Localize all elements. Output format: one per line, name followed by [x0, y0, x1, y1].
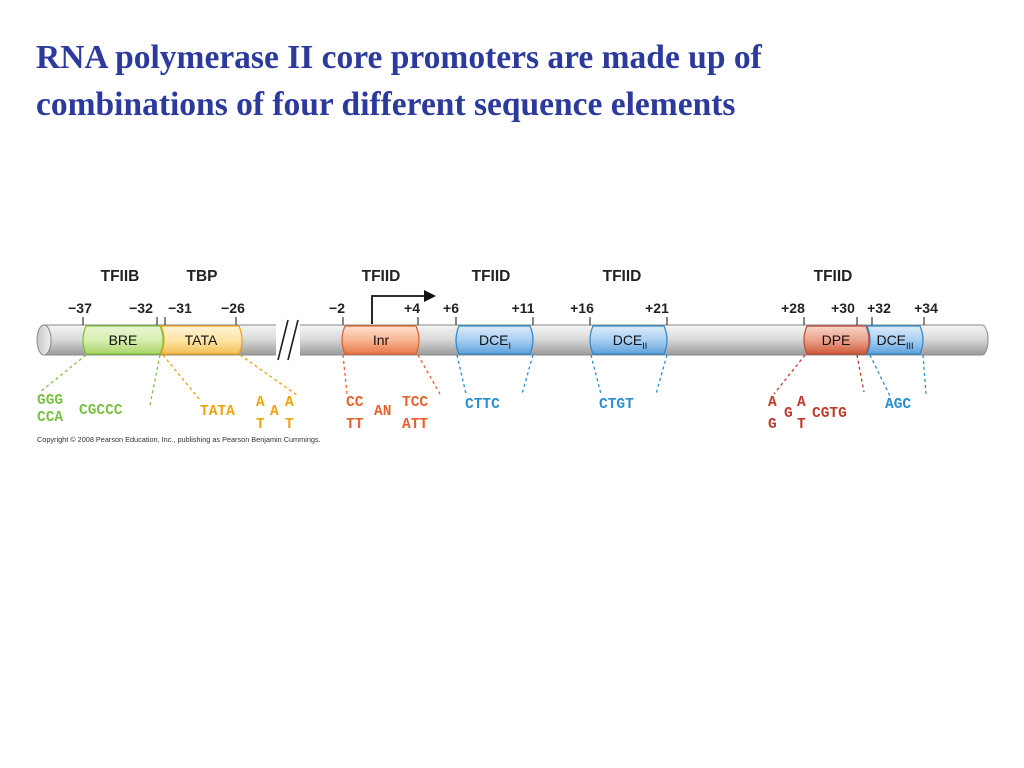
element-bre-label: BRE [109, 332, 138, 348]
tata-seq-a2: A [270, 404, 279, 420]
position-label-plus-4: +4 [404, 300, 420, 316]
bre-seq-bottom: CCA [37, 410, 63, 426]
tata-seq-t2: T [285, 417, 294, 433]
copyright-notice: Copyright © 2008 Pearson Education, Inc.… [37, 435, 321, 444]
position-label-plus-28: +28 [781, 300, 805, 316]
position-label-minus-37: −37 [68, 300, 92, 316]
dpe-seq-a2: A [797, 395, 806, 411]
inr-seq-bottom: TT [346, 417, 364, 433]
factor-label-tfiid-dce1: TFIID [472, 268, 511, 285]
inr-seq-top2: TCC [402, 395, 428, 411]
position-label-minus-31: −31 [168, 300, 192, 316]
slide-title-line-2: combinations of four different sequence … [36, 86, 736, 123]
element-dce-1-main: DCE [479, 332, 509, 348]
position-label-minus-26: −26 [221, 300, 245, 316]
bre-seq-top: GGG [37, 393, 63, 409]
position-label-plus-32: +32 [867, 300, 891, 316]
dpe-seq-a: A [768, 395, 777, 411]
position-label-plus-11: +11 [512, 300, 535, 316]
inr-seq-mid: AN [374, 404, 391, 420]
tata-seq-main: TATA [200, 404, 235, 420]
element-dce-2-label: DCEII [613, 332, 648, 351]
factor-label-tfiid-dpe: TFIID [814, 268, 853, 285]
tata-seq-t1: T [256, 417, 265, 433]
transcription-start-arrow [371, 290, 436, 324]
position-label-plus-21: +21 [645, 300, 669, 316]
slide-title: RNA polymerase II core promoters are mad… [36, 34, 976, 128]
position-ticks [82, 317, 925, 325]
element-dce-3-main: DCE [876, 332, 906, 348]
dpe-seq-t: T [797, 417, 806, 433]
element-dce-1-sub: I [509, 341, 512, 351]
inr-seq-top: CC [346, 395, 364, 411]
element-dce-1: DCEI [455, 325, 534, 355]
factor-label-tfiib: TFIIB [101, 268, 140, 285]
dpe-seq-g2: G [784, 406, 793, 422]
bre-seq-tail: CGCCC [79, 403, 123, 419]
slide-title-line-1: RNA polymerase II core promoters are mad… [36, 39, 762, 76]
sequence-break-mark [276, 319, 300, 361]
dce1-seq: CTTC [465, 397, 500, 413]
dce3-seq: AGC [885, 397, 911, 413]
position-label-plus-16: +16 [570, 300, 594, 316]
sequence-connectors [39, 354, 927, 406]
factor-label-tfiid-dce2: TFIID [603, 268, 642, 285]
tata-seq-a1: A [256, 395, 265, 411]
element-dpe: DPE [803, 325, 870, 355]
position-label-plus-6: +6 [443, 300, 459, 316]
element-dce-1-label: DCEI [479, 332, 511, 351]
dpe-seq-g: G [768, 417, 777, 433]
factor-label-tfiid-inr: TFIID [362, 268, 401, 285]
element-dce-2-main: DCE [613, 332, 643, 348]
element-tata-label: TATA [185, 332, 218, 348]
dpe-seq-tail: CGTG [812, 406, 847, 422]
element-dce-2-sub: II [642, 341, 647, 351]
dce2-seq: CTGT [599, 397, 634, 413]
element-inr: Inr [341, 325, 420, 355]
element-dce-3-sub: III [906, 341, 914, 351]
position-label-plus-30: +30 [831, 300, 855, 316]
position-label-minus-32: −32 [129, 300, 153, 316]
element-dpe-label: DPE [822, 332, 851, 348]
element-tata: TATA [160, 325, 243, 355]
factor-label-tbp: TBP [187, 268, 218, 285]
element-bre: BRE [82, 325, 164, 355]
position-label-plus-34: +34 [914, 300, 938, 316]
element-dce-3: DCEIII [866, 325, 924, 355]
element-dce-2: DCEII [589, 325, 668, 355]
element-dce-3-label: DCEIII [876, 332, 913, 351]
element-inr-label: Inr [373, 332, 390, 348]
position-label-minus-2: −2 [329, 300, 345, 316]
tata-seq-a3: A [285, 395, 294, 411]
inr-seq-bottom2: ATT [402, 417, 428, 433]
